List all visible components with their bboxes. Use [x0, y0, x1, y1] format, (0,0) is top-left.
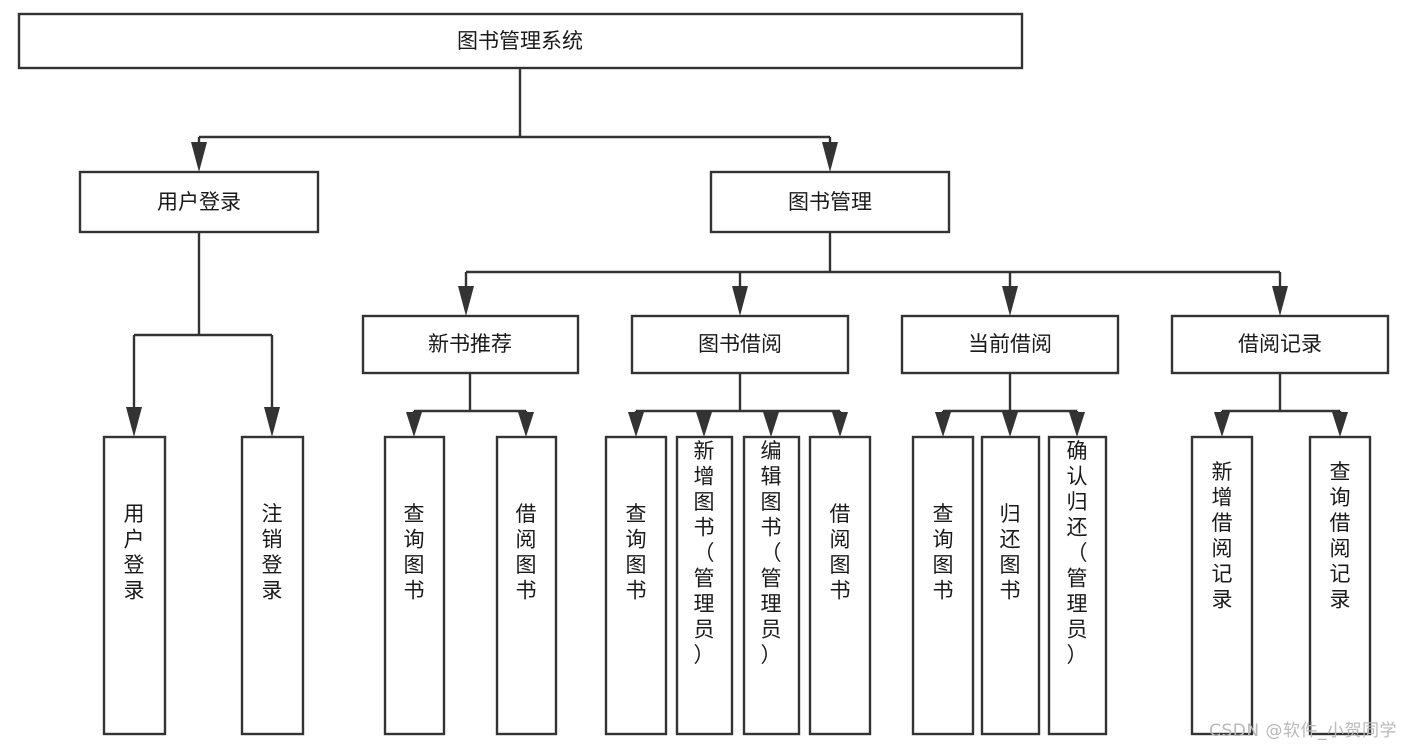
- arrow-to-current-borrow: [1002, 286, 1018, 316]
- node-user-login-box[interactable]: [78, 170, 320, 234]
- node-leaf-borrow-book-1-box[interactable]: [495, 435, 558, 736]
- node-leaf-borrow-book-1[interactable]: 借阅图书: [495, 435, 558, 736]
- node-leaf-return-book-label: 归还图书: [1000, 502, 1021, 603]
- node-leaf-query-book-3-box[interactable]: [911, 435, 975, 736]
- node-current-borrow-label: 当前借阅: [968, 332, 1052, 356]
- node-user-login-label: 用户登录: [157, 190, 241, 214]
- node-root-box[interactable]: [17, 12, 1024, 70]
- node-leaf-logout[interactable]: 注销登录: [240, 435, 305, 736]
- csdn-watermark: CSDN @软件_小贺同学: [1209, 721, 1397, 741]
- node-leaf-confirm-return[interactable]: 确认归还（管理员）: [1047, 435, 1108, 736]
- node-leaf-add-book-label: 新增图书（管理员）: [694, 439, 715, 667]
- node-new-book-rec[interactable]: 新书推荐: [361, 314, 580, 375]
- arrow-to-leaf-add-record: [1214, 412, 1230, 437]
- node-current-borrow[interactable]: 当前借阅: [900, 314, 1120, 375]
- arrow-to-new-book-rec: [458, 286, 474, 316]
- node-leaf-user-login-label: 用户登录: [124, 502, 145, 603]
- node-leaf-query-book-2-label: 查询图书: [626, 502, 647, 603]
- node-leaf-query-record-label: 查询借阅记录: [1330, 460, 1351, 612]
- node-user-login[interactable]: 用户登录: [78, 170, 320, 234]
- node-leaf-confirm-return-box[interactable]: [1047, 435, 1108, 736]
- arrow-to-leaf-confirm-return: [1069, 412, 1085, 437]
- arrow-to-leaf-query-book-2: [628, 412, 644, 437]
- node-leaf-borrow-book-2-box[interactable]: [808, 435, 872, 736]
- node-leaf-return-book-box[interactable]: [980, 435, 1041, 736]
- node-borrow-record-label: 借阅记录: [1238, 332, 1322, 356]
- node-leaf-query-book-1[interactable]: 查询图书: [383, 435, 446, 736]
- arrow-to-user-login: [191, 142, 207, 172]
- arrow-to-leaf-add-book: [696, 412, 712, 437]
- node-new-book-rec-label: 新书推荐: [428, 332, 512, 356]
- node-book-borrow-label: 图书借阅: [698, 332, 782, 356]
- node-leaf-confirm-return-label: 确认归还（管理员）: [1067, 439, 1088, 667]
- node-leaf-query-book-3-label: 查询图书: [933, 502, 954, 603]
- node-leaf-edit-book[interactable]: 编辑图书（管理员）: [742, 435, 801, 736]
- node-leaf-add-record-box[interactable]: [1190, 435, 1254, 736]
- node-leaf-add-record-label: 新增借阅记录: [1212, 460, 1233, 612]
- arrow-to-leaf-user-login: [126, 407, 142, 437]
- node-new-book-rec-box[interactable]: [361, 314, 580, 375]
- arrow-to-leaf-borrow-book-1: [518, 412, 534, 437]
- node-borrow-record[interactable]: 借阅记录: [1170, 314, 1390, 375]
- node-leaf-query-book-2-box[interactable]: [604, 435, 668, 736]
- node-leaf-borrow-book-2[interactable]: 借阅图书: [808, 435, 872, 736]
- arrow-to-borrow-record: [1272, 286, 1288, 316]
- node-leaf-edit-book-label: 编辑图书（管理员）: [761, 439, 782, 667]
- node-book-borrow-box[interactable]: [630, 314, 850, 375]
- node-leaf-add-record[interactable]: 新增借阅记录: [1190, 435, 1254, 736]
- connector-layer: [126, 68, 1348, 437]
- node-leaf-query-book-1-box[interactable]: [383, 435, 446, 736]
- node-leaf-logout-box[interactable]: [240, 435, 305, 736]
- node-leaf-borrow-book-2-label: 借阅图书: [830, 502, 851, 603]
- arrow-to-book-manage: [822, 142, 838, 172]
- node-leaf-user-login[interactable]: 用户登录: [102, 435, 167, 736]
- node-leaf-query-book-3[interactable]: 查询图书: [911, 435, 975, 736]
- node-leaf-add-book-box[interactable]: [675, 435, 734, 736]
- arrow-to-book-borrow: [732, 286, 748, 316]
- arrow-to-leaf-edit-book: [763, 412, 779, 437]
- arrow-to-leaf-borrow-book-2: [832, 412, 848, 437]
- arrow-to-leaf-query-book-1: [406, 412, 422, 437]
- node-book-manage-label: 图书管理: [788, 190, 872, 214]
- node-leaf-user-login-box[interactable]: [102, 435, 167, 736]
- arrow-to-leaf-query-book-3: [935, 412, 951, 437]
- node-root[interactable]: 图书管理系统: [17, 12, 1024, 70]
- node-book-manage-box[interactable]: [709, 170, 951, 234]
- node-root-label: 图书管理系统: [457, 29, 583, 53]
- node-leaf-add-book[interactable]: 新增图书（管理员）: [675, 435, 734, 736]
- node-book-manage[interactable]: 图书管理: [709, 170, 951, 234]
- node-current-borrow-box[interactable]: [900, 314, 1120, 375]
- node-book-borrow[interactable]: 图书借阅: [630, 314, 850, 375]
- node-leaf-edit-book-box[interactable]: [742, 435, 801, 736]
- node-leaf-query-record-box[interactable]: [1308, 435, 1372, 736]
- arrow-to-leaf-return-book: [1002, 412, 1018, 437]
- node-leaf-return-book[interactable]: 归还图书: [980, 435, 1041, 736]
- arrow-to-leaf-logout: [264, 407, 280, 437]
- node-leaf-borrow-book-1-label: 借阅图书: [516, 502, 537, 603]
- node-borrow-record-box[interactable]: [1170, 314, 1390, 375]
- node-leaf-logout-label: 注销登录: [262, 502, 283, 603]
- node-leaf-query-record[interactable]: 查询借阅记录: [1308, 435, 1372, 736]
- arrow-to-leaf-query-record: [1332, 412, 1348, 437]
- node-leaf-query-book-2[interactable]: 查询图书: [604, 435, 668, 736]
- node-leaf-query-book-1-label: 查询图书: [404, 502, 425, 603]
